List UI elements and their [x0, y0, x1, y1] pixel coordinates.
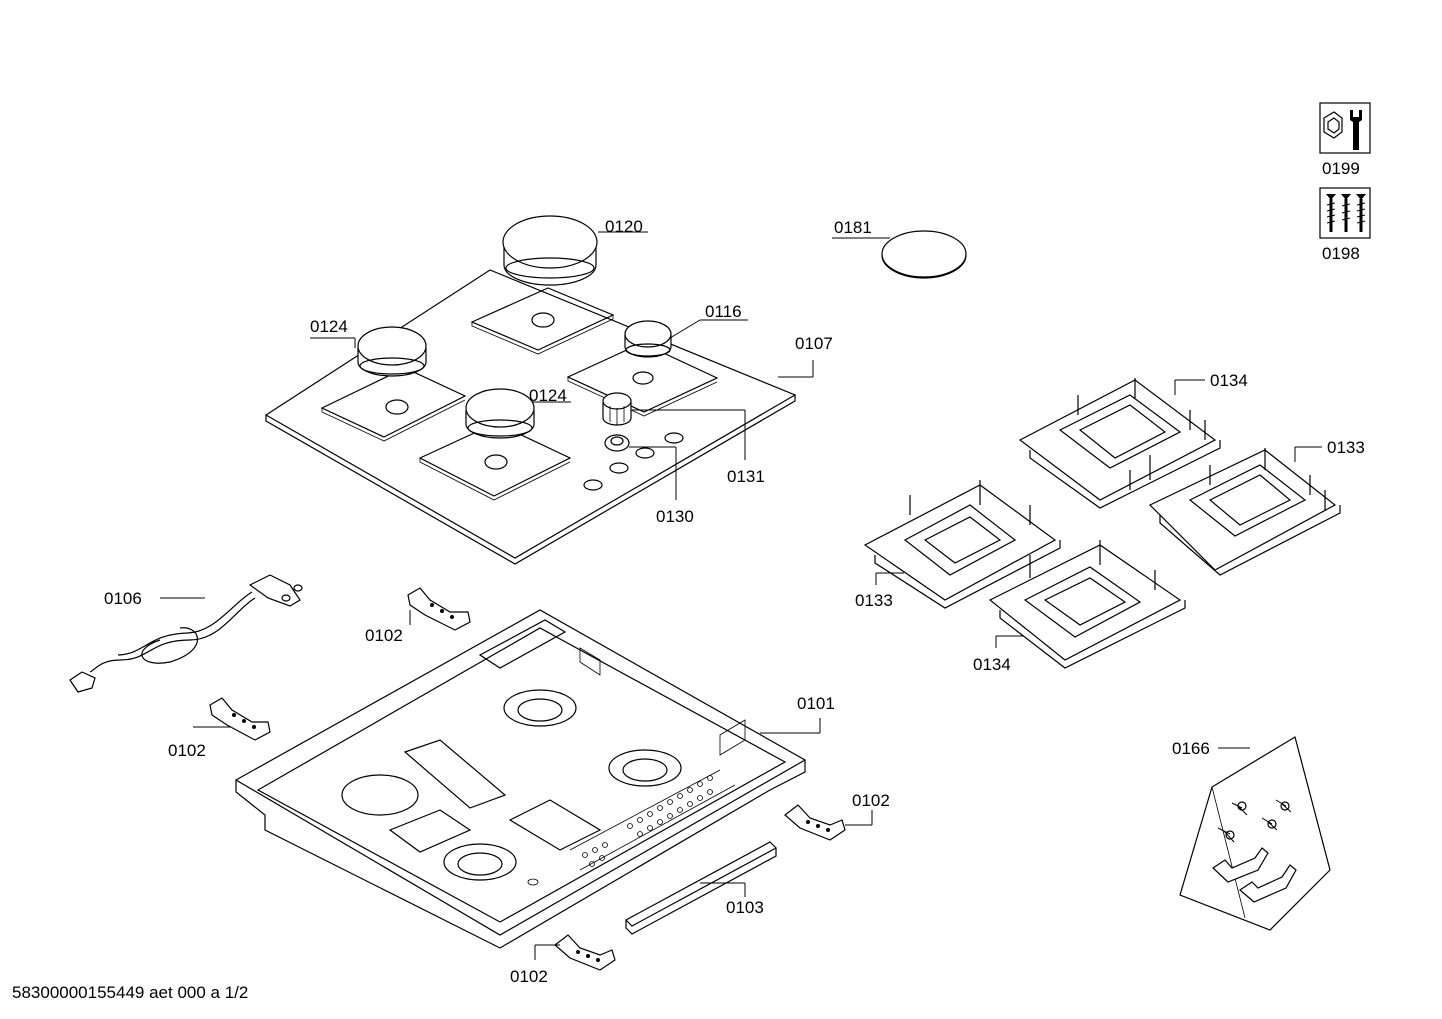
- label-0134a: 0134: [1210, 371, 1248, 390]
- mounting-bracket-d: [554, 934, 616, 971]
- label-0134b: 0134: [973, 655, 1011, 674]
- label-0198: 0198: [1322, 244, 1360, 263]
- label-0133a: 0133: [1327, 438, 1365, 457]
- burner-cap-medium-front: [465, 388, 535, 439]
- burner-cap-large: [502, 215, 598, 286]
- burner-cap-medium-left: [357, 326, 427, 377]
- label-0102a: 0102: [365, 626, 403, 645]
- wrench-icon: [1319, 102, 1371, 154]
- screws-icon: [1319, 187, 1371, 239]
- label-0166: 0166: [1172, 739, 1210, 758]
- label-0103: 0103: [726, 898, 764, 917]
- label-0181: 0181: [834, 218, 872, 237]
- power-cable: [69, 574, 303, 693]
- label-0120: 0120: [605, 217, 643, 236]
- pan-support-grid-set: [863, 378, 1341, 669]
- label-0199: 0199: [1322, 159, 1360, 178]
- cover-disc: [881, 230, 967, 279]
- label-0101: 0101: [797, 694, 835, 713]
- label-0102b: 0102: [168, 741, 206, 760]
- label-0116: 0116: [705, 302, 742, 321]
- label-0102d: 0102: [510, 967, 548, 986]
- label-0130: 0130: [656, 507, 694, 526]
- document-id: 58300000155449 aet 000 a 1/2: [12, 983, 248, 1002]
- mounting-bracket-a: [407, 587, 471, 631]
- label-0133b: 0133: [855, 591, 893, 610]
- base-tray: [234, 609, 807, 949]
- accessory-bag: [1179, 736, 1331, 931]
- label-0131: 0131: [727, 467, 765, 486]
- control-knob: [602, 392, 632, 426]
- burner-cap-small: [624, 320, 672, 358]
- mounting-bracket-b: [209, 697, 271, 741]
- knob-bezel: [604, 434, 630, 452]
- mounting-bracket-c: [784, 804, 846, 841]
- label-0106: 0106: [104, 589, 142, 608]
- label-0124b: 0124: [529, 386, 567, 405]
- label-0102c: 0102: [852, 791, 890, 810]
- seal-strip: [625, 841, 777, 935]
- label-0107: 0107: [795, 334, 833, 353]
- label-0124a: 0124: [310, 317, 348, 336]
